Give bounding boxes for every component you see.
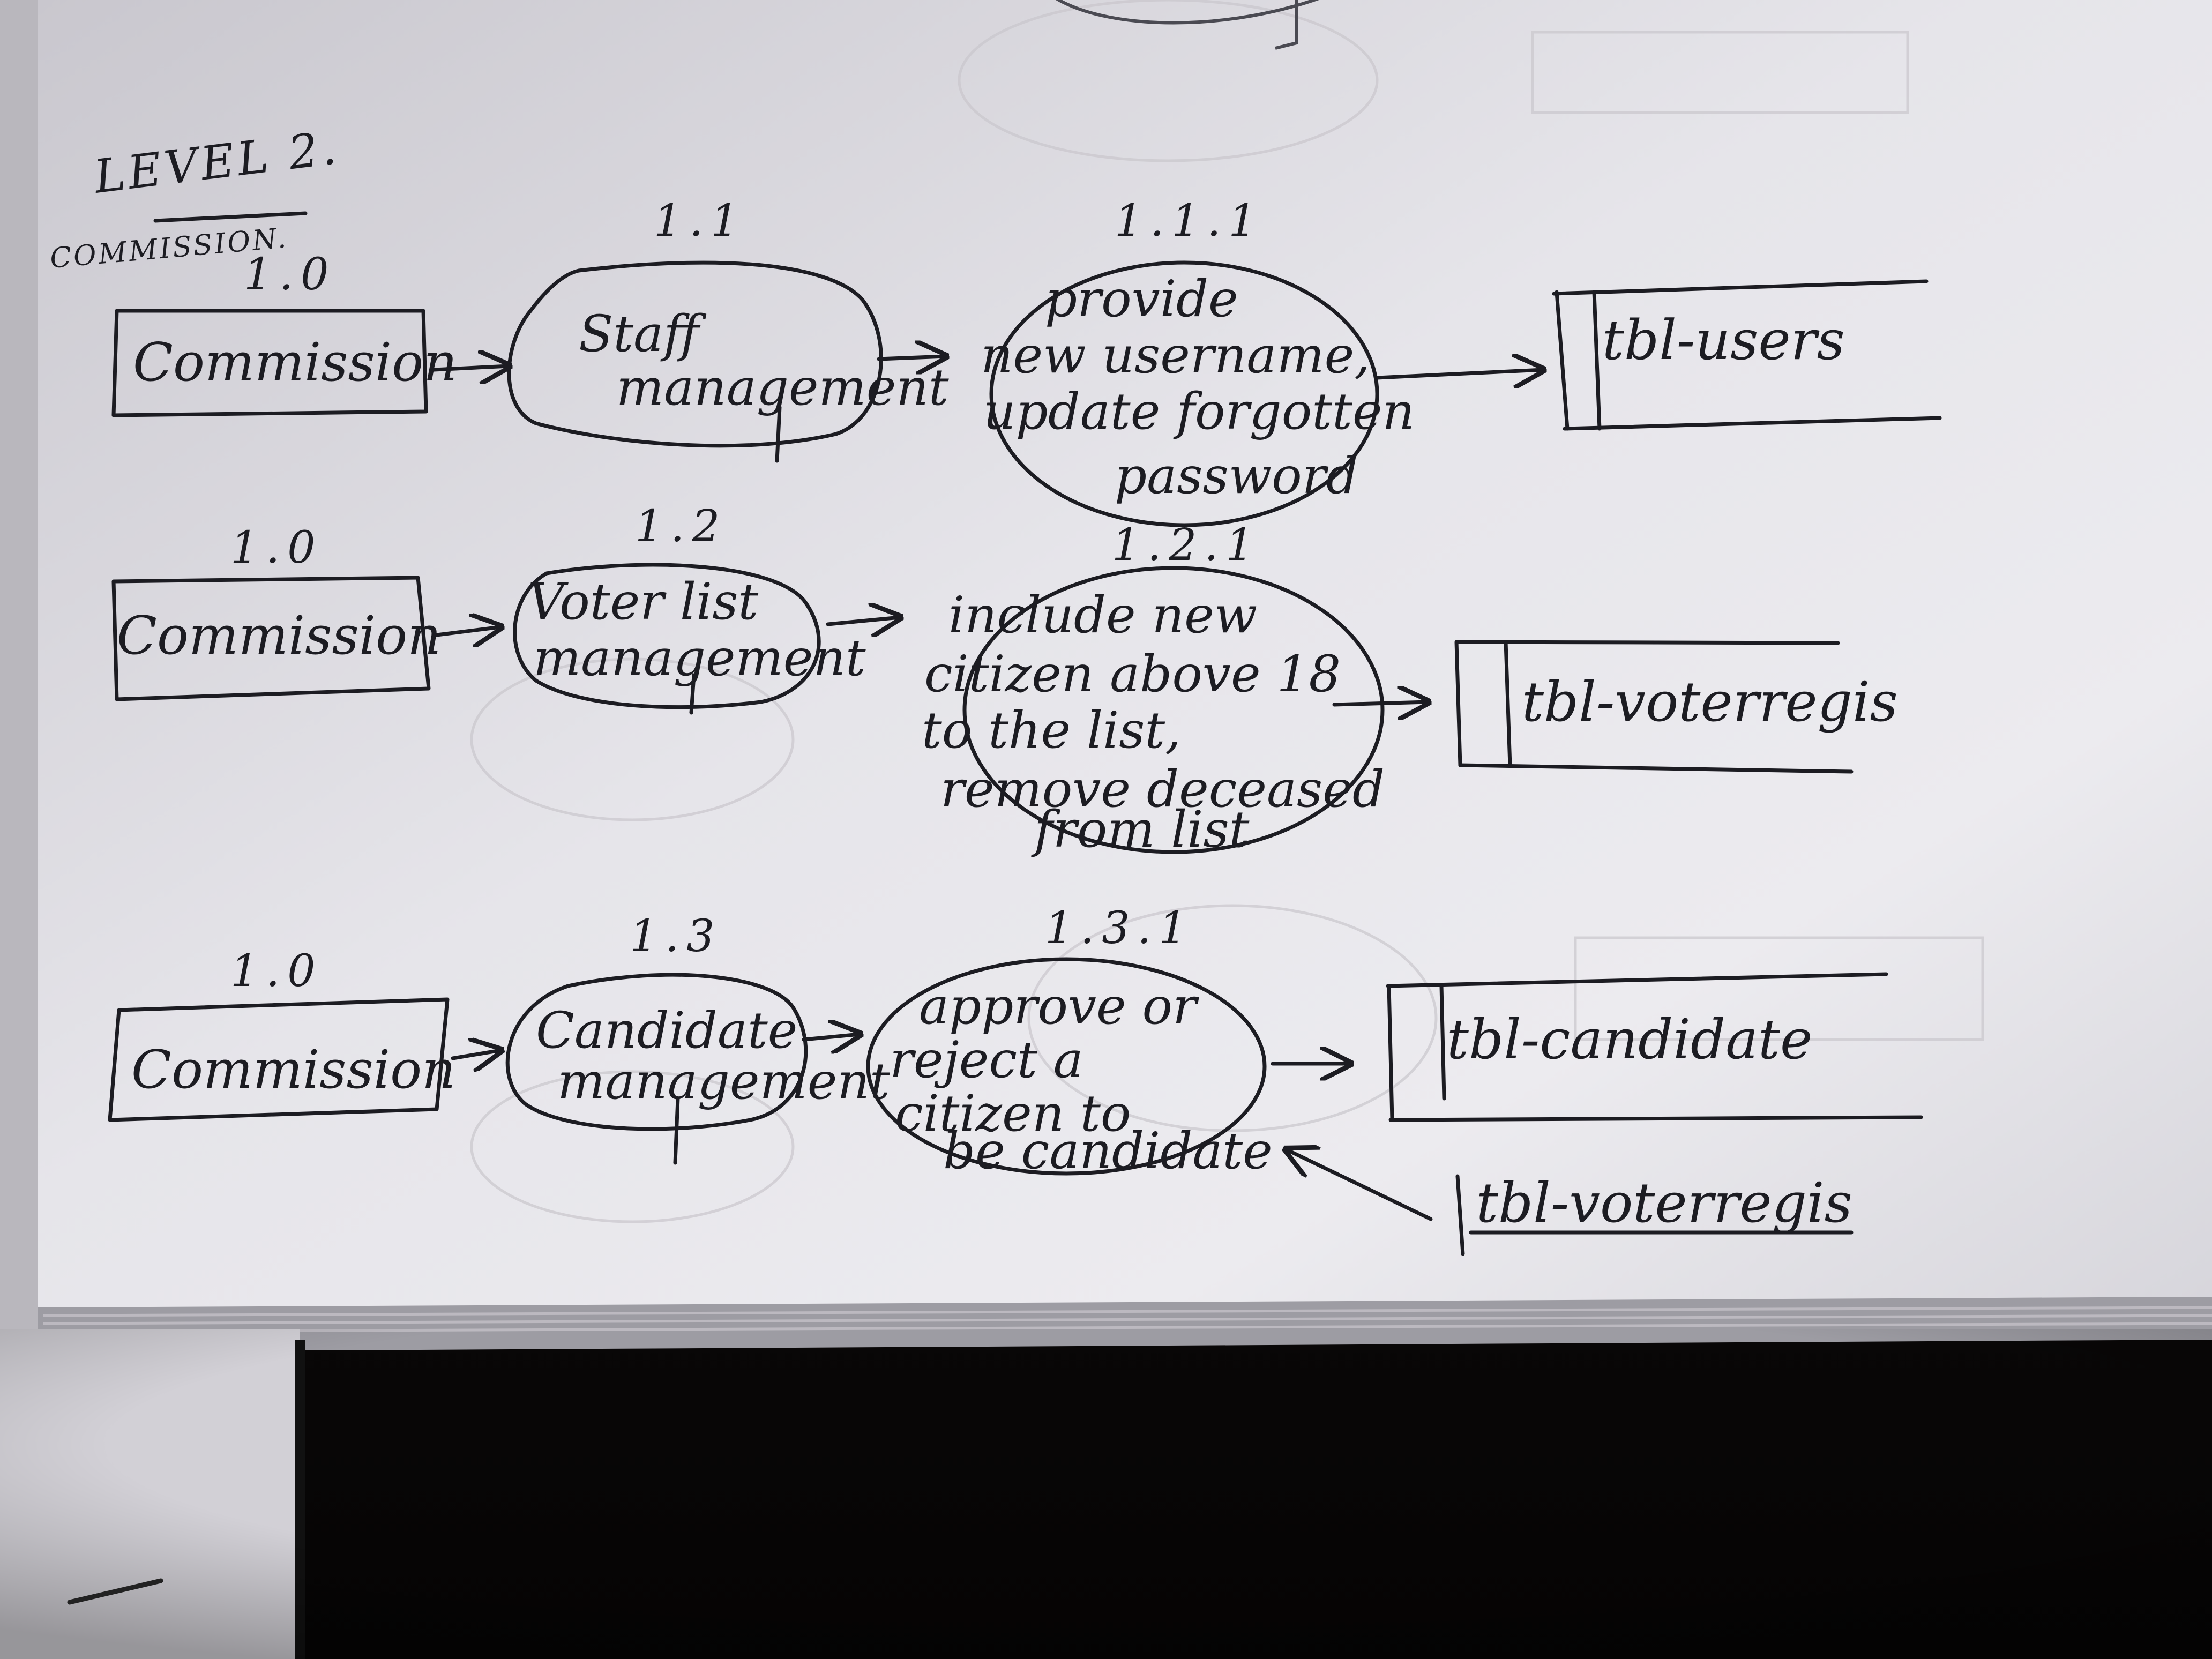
process-voter-list-management — [513, 563, 821, 709]
datastore-tbl-users — [1552, 279, 1942, 431]
subprocess-label-line: password — [1115, 447, 1358, 505]
subprocess-label-line: approve or — [919, 977, 1199, 1036]
datastore-label: tbl-users — [1602, 309, 1845, 372]
subprocess-label-line: update forgotten — [983, 383, 1415, 441]
datastore-tbl-candidate — [1386, 972, 1923, 1122]
process-label-line: management — [533, 629, 866, 687]
entity-commission — [111, 309, 428, 417]
process-label-line: management — [616, 358, 949, 417]
binder-edge — [0, 0, 38, 1329]
datastore-label: tbl-voterregis — [1476, 1171, 1852, 1235]
entity-number: 1.0 — [230, 946, 323, 997]
process-number: 1.2 — [635, 501, 727, 552]
pen-mark — [67, 1578, 163, 1605]
entity-label: Commission — [117, 606, 441, 667]
entity-commission — [108, 997, 450, 1122]
bleed-through — [470, 0, 1984, 1223]
subprocess-label-line: be candidate — [943, 1122, 1273, 1180]
subprocess-label-line: reject a — [890, 1031, 1083, 1089]
datastore-label: tbl-voterregis — [1522, 670, 1898, 734]
datastore-label: tbl-candidate — [1447, 1008, 1812, 1072]
subprocess-label-line: new username, — [981, 326, 1370, 385]
paper-sheet — [38, 0, 2212, 1328]
process-number: 1.1 — [654, 196, 746, 246]
process-label-line: Staff — [579, 305, 706, 363]
subprocess-label-line: remove deceased — [940, 760, 1385, 819]
subprocess-number: 1.2.1 — [1112, 520, 1261, 571]
subprocess-label-line: from list — [1031, 801, 1250, 859]
entity-commission — [111, 576, 431, 701]
subprocess-include-citizen — [962, 566, 1385, 854]
subprocess-number: 1.3.1 — [1045, 903, 1194, 954]
process-label-line: Candidate — [536, 1002, 797, 1060]
process-label-line: management — [557, 1052, 890, 1111]
subprocess-label-line: provide — [1045, 270, 1238, 328]
subprocess-label-line: citizen above 18 — [924, 645, 1341, 704]
subprocess-label-line: to the list, — [922, 701, 1181, 760]
entity-number: 1.0 — [230, 522, 323, 573]
process-candidate-management — [505, 973, 808, 1131]
process-number: 1.3 — [630, 911, 722, 962]
subprocess-approve-candidate — [866, 957, 1267, 1176]
process-staff-management — [507, 260, 883, 448]
subprocess-number: 1.1.1 — [1115, 196, 1264, 246]
subprocess-provide-username — [989, 260, 1379, 527]
subprocess-label-line: include new — [948, 586, 1257, 645]
entity-label: Commission — [131, 1040, 455, 1101]
entity-label: Commission — [133, 332, 457, 393]
process-label-line: Voter list — [528, 573, 758, 631]
datastore-tbl-voterregis-input — [1455, 1174, 1854, 1256]
entity-number: 1.0 — [244, 249, 336, 300]
datastore-tbl-voterregis — [1454, 640, 1854, 774]
subprocess-label-line: citizen to — [895, 1085, 1131, 1143]
